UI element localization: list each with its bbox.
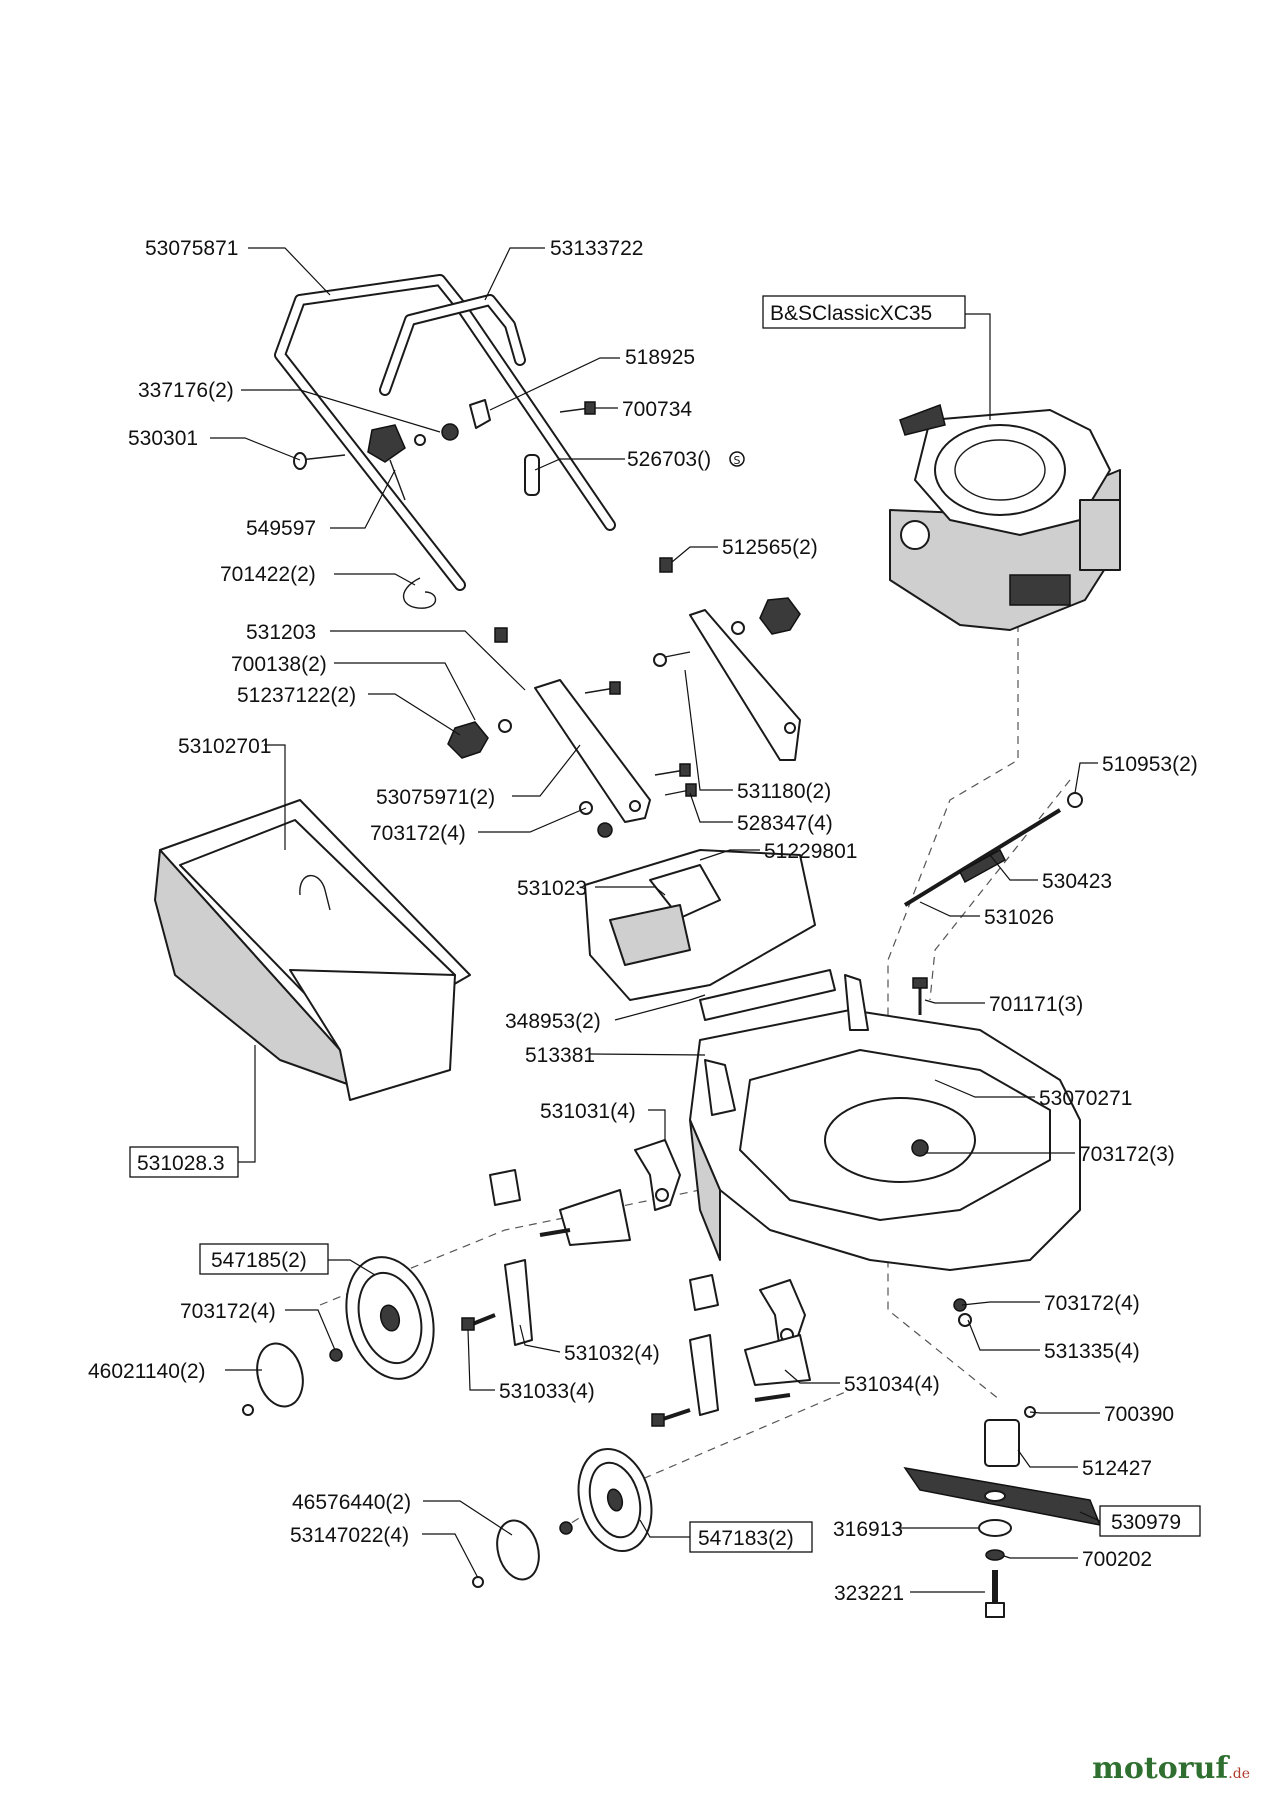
nut-parts-lower [579,801,613,838]
blade-bolt-part [985,1570,1005,1618]
part-label: 549597 [246,517,316,540]
front-wheel-part [577,1447,653,1553]
part-label: 53075971(2) [376,786,495,809]
part-label: 547183(2) [698,1527,794,1550]
rope-guide-part [524,454,540,496]
part-label: 512427 [1082,1457,1152,1480]
part-label: 53147022(4) [290,1524,409,1547]
watermark-suffix: .de [1228,1766,1250,1782]
part-label: 51237122(2) [237,684,356,707]
height-adjust-bracket-parts [489,1139,806,1416]
lower-handle-bar-left [534,679,651,823]
part-label: 703172(4) [370,822,466,845]
axle-bolt-parts [461,1313,691,1427]
part-label: 530979 [1111,1511,1181,1534]
part-label: 701171(3) [989,993,1083,1016]
lower-handle-bar-right [689,609,801,761]
part-label: 53133722 [550,237,643,260]
rear-flap-part [584,849,836,1021]
part-label: 51229801 [764,840,857,863]
part-label: 700138(2) [231,653,327,676]
height-adjust-rod-part [903,792,1083,907]
part-label: 518925 [625,346,695,369]
part-label: 46576440(2) [292,1491,411,1514]
hex-screw-parts [494,557,697,797]
part-label: 53070271 [1039,1087,1132,1110]
part-label: 46021140(2) [88,1360,206,1383]
part-label: 703172(4) [1044,1292,1140,1315]
part-label: 510953(2) [1102,753,1198,776]
leader-lines [210,247,1101,1593]
part-label: 531180(2) [737,780,831,803]
cable-clamp-part [402,577,437,609]
part-label-box [1099,1505,1201,1537]
nut-symbol-icon: S [729,451,745,467]
cable-clip-part [469,399,491,429]
star-knob-part-left [447,719,512,759]
svg-text:S: S [734,454,741,467]
part-label: 530301 [128,427,198,450]
part-label: 530423 [1042,870,1112,893]
part-label: 526703() [627,448,711,471]
part-label: 531335(4) [1044,1340,1140,1363]
part-label: 531033(4) [499,1380,595,1403]
part-label: 700734 [622,398,692,421]
part-label: 53075871 [145,237,238,260]
throttle-lever-part [367,424,406,501]
part-label: 531034(4) [844,1373,940,1396]
part-label-box [689,1521,813,1553]
handle-knob-nut-part [414,423,459,446]
wheel-axle-parts [539,1189,811,1402]
part-label: 528347(4) [737,812,833,835]
grass-catcher-part [154,799,471,1101]
part-label: 316913 [833,1518,903,1541]
watermark-brand: motoruf [1092,1751,1229,1786]
part-label: 531026 [984,906,1054,929]
part-label: 703172(4) [180,1300,276,1323]
screw-part-701171 [912,977,928,1015]
part-label: 703172(3) [1079,1143,1175,1166]
part-label: 513381 [525,1044,595,1067]
screw-part-530301 [293,452,346,470]
part-label-box [129,1146,239,1178]
rear-hubcap-part [242,1342,343,1416]
screw-part-700734 [559,401,596,415]
blade-adapter-part [984,1406,1036,1467]
part-label: 547185(2) [211,1249,307,1272]
part-label: 337176(2) [138,379,234,402]
mower-deck-part [689,974,1081,1271]
part-label: 531023 [517,877,587,900]
part-label: 323221 [834,1582,904,1605]
part-label: 700202 [1082,1548,1152,1571]
part-label-box [199,1243,329,1275]
part-label: 348953(2) [505,1010,601,1033]
part-label: 700390 [1104,1403,1174,1426]
part-label: 531032(4) [564,1342,660,1365]
star-knob-part-right [731,597,801,635]
part-label-box [762,295,966,329]
part-label: 53102701 [178,735,271,758]
mower-blade-part [903,1466,1102,1526]
front-hubcap-part [472,1519,573,1588]
part-label: 512565(2) [722,536,818,559]
blade-washer-parts [978,1519,1012,1561]
engine-part [889,404,1121,631]
part-label: 531203 [246,621,316,644]
part-label: B&SClassicXC35 [770,302,932,325]
part-labels: 53075871 53133722 B&SClassicXC35 518925 … [88,237,1201,1605]
rear-wheel-part [345,1256,435,1380]
site-watermark: motoruf.de [1092,1751,1250,1786]
part-label: 531028.3 [137,1152,225,1175]
part-label: 701422(2) [220,563,316,586]
part-label: 531031(4) [540,1100,636,1123]
